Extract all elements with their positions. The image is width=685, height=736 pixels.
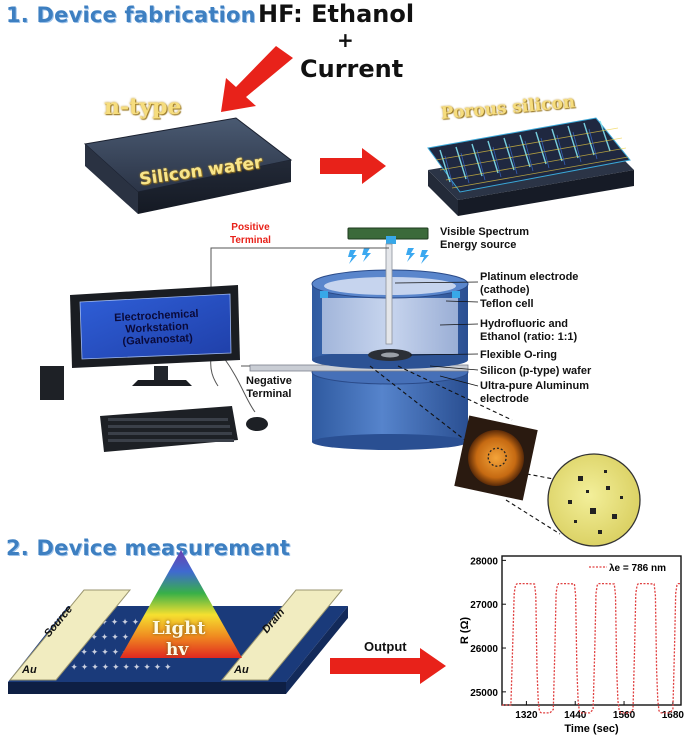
- output-label: Output: [364, 639, 407, 654]
- zoom-lines: [369, 365, 581, 535]
- x-tick-label: 1320: [515, 710, 538, 721]
- porous-silicon: [427, 117, 634, 216]
- down-left-arrow: [221, 46, 293, 112]
- y-tick-label: 28000: [470, 556, 498, 567]
- computer-tower: [40, 366, 64, 400]
- lightning-icons: [348, 248, 429, 264]
- x-tick-label: 1560: [613, 710, 636, 721]
- teflon-cell-bottom: [311, 359, 469, 450]
- recipe-line3: Current: [300, 55, 404, 83]
- recipe-line2: +: [337, 28, 354, 52]
- positive-terminal-label: Positive Terminal: [230, 222, 271, 246]
- sem-image: [547, 453, 641, 547]
- x-tick-label: 1680: [662, 710, 685, 721]
- y-axis-label: R (Ω): [459, 617, 471, 644]
- recipe-line1: HF: Ethanol: [258, 0, 415, 28]
- svg-text:✦ ✦ ✦ ✦ ✦ ✦ ✦ ✦ ✦: ✦ ✦ ✦ ✦ ✦ ✦ ✦ ✦ ✦: [80, 633, 171, 643]
- computer-monitor: [70, 285, 240, 386]
- x-axis-label: Time (sec): [564, 723, 619, 735]
- energy-source-label: Visible Spectrum Energy source: [440, 226, 530, 251]
- resistance-chart: 25000 26000 27000 28000 1320 1440 1560 1680Time…: [459, 555, 685, 735]
- oring-label: Flexible O-ring: [480, 349, 558, 361]
- y-tick-label: 27000: [470, 600, 498, 611]
- au-right-label: Au: [234, 664, 249, 676]
- leader-lines: [394, 281, 479, 387]
- al-electrode-label: Ultra-pure Aluminum electrode: [480, 380, 589, 405]
- wafer-type-label: n-type: [104, 94, 182, 120]
- svg-text:✦ ✦ ✦ ✦ ✦ ✦ ✦ ✦ ✦ ✦ ✦: ✦ ✦ ✦ ✦ ✦ ✦ ✦ ✦ ✦ ✦ ✦: [60, 663, 172, 673]
- platinum-electrode: [385, 243, 393, 345]
- silicon-wafer: [83, 117, 293, 214]
- y-tick-label: 26000: [470, 644, 498, 655]
- teflon-label: Teflon cell: [480, 298, 534, 310]
- keyboard: [100, 406, 238, 452]
- si-wafer-label: Silicon (p-type) wafer: [480, 365, 592, 377]
- x-tick-label: 1440: [564, 710, 587, 721]
- series-line: [502, 582, 681, 714]
- negative-terminal-label: Negative Terminal: [246, 375, 292, 400]
- au-left-label: Au: [22, 664, 37, 676]
- light-prism: [120, 550, 242, 658]
- svg-text:✦ ✦ ✦ ✦ ✦ ✦ ✦ ✦ ✦ ✦: ✦ ✦ ✦ ✦ ✦ ✦ ✦ ✦ ✦ ✦: [70, 648, 172, 658]
- hv-label: hv: [166, 640, 189, 660]
- hf-ethanol-label: Hydrofluoric and Ethanol (ratio: 1:1): [480, 318, 578, 343]
- section2-title: 2. Device measurement: [6, 536, 291, 560]
- legend-label: λe = 786 nm: [609, 563, 666, 574]
- section1-title: 1. Device fabrication: [6, 3, 256, 27]
- energy-source-plate: [347, 227, 429, 244]
- wafer-photo: [454, 415, 538, 501]
- light-label: Light: [152, 618, 206, 639]
- workstation-label: Electrochemical Workstation (Galvanostat…: [113, 307, 199, 348]
- plot-frame: [501, 555, 682, 706]
- mouse: [246, 417, 268, 431]
- output-arrow: [330, 648, 446, 684]
- svg-text:✦ ✦ ✦ ✦ ✦ ✦ ✦ ✦: ✦ ✦ ✦ ✦ ✦ ✦ ✦ ✦: [90, 618, 171, 628]
- platinum-label: Platinum electrode (cathode): [480, 271, 579, 296]
- y-tick-label: 25000: [470, 688, 498, 699]
- right-arrow: [320, 148, 386, 184]
